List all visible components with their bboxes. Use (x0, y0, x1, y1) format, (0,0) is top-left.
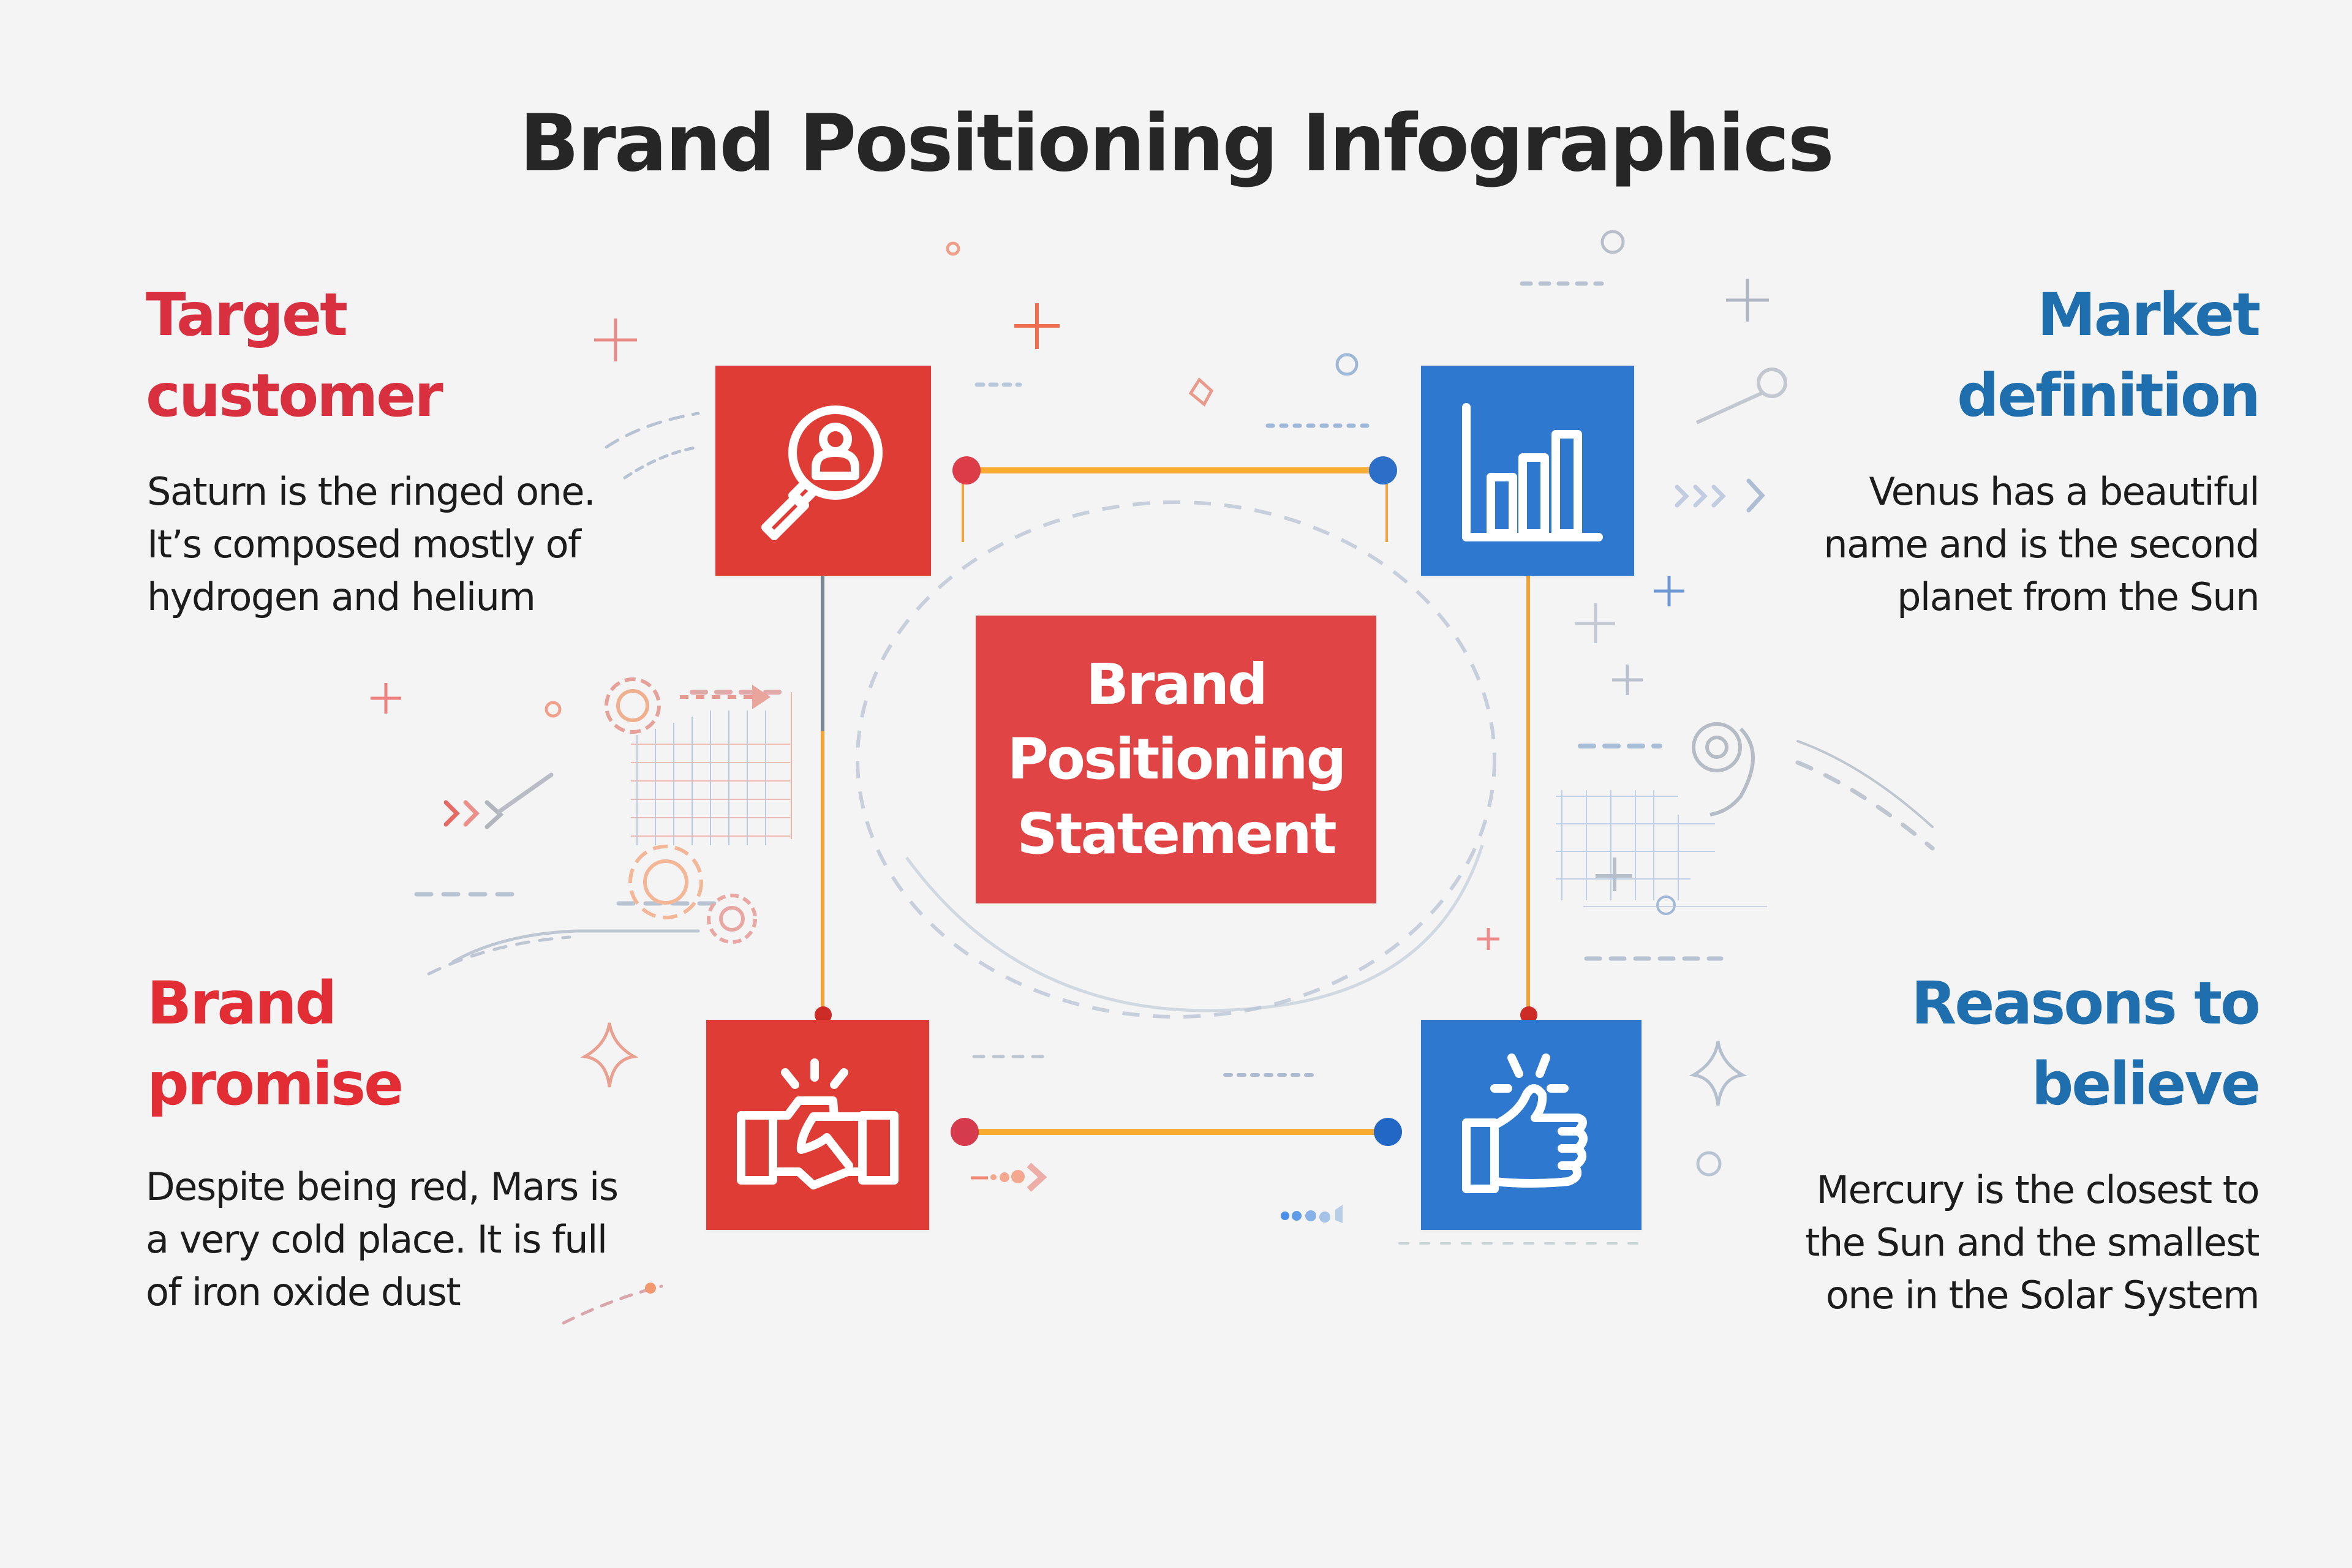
target-customer-tile (715, 366, 931, 576)
handshake-icon (737, 1058, 899, 1189)
page-title: Brand Positioning Infographics (519, 98, 1834, 189)
body-line: name and is the second (1823, 522, 2260, 567)
reasons-to-believe-tile (1421, 1020, 1642, 1230)
connector-right (1526, 576, 1530, 1020)
arrow-head (752, 685, 771, 709)
grid-left (631, 692, 792, 845)
dashed-orbit-ring (856, 500, 1496, 1019)
body-line: a very cold place. It is full (146, 1217, 608, 1262)
heading-line: customer (146, 361, 443, 430)
reasons-to-believe-heading: Reasons to believe (1911, 963, 2261, 1125)
node-dot-top-left (952, 456, 981, 484)
grid-right (1556, 790, 1767, 907)
heading-line: Brand (147, 969, 337, 1038)
center-statement-box: Brand Positioning Statement (976, 616, 1376, 903)
node-dot-bottom-left (951, 1118, 979, 1146)
body-line: Despite being red, Mars is (146, 1164, 619, 1209)
body-line: of iron oxide dust (146, 1270, 461, 1314)
heading-line: promise (147, 1050, 404, 1118)
dashed-lines (414, 281, 1935, 1325)
body-line: Venus has a beautiful (1869, 469, 2260, 514)
center-line-3: Statement (1017, 801, 1336, 867)
heading-line: believe (2031, 1050, 2261, 1118)
reasons-to-believe-description: Mercury is the closest to the Sun and th… (1805, 1164, 2260, 1322)
dotted-trails (645, 1163, 1343, 1294)
connector-top (967, 467, 1383, 473)
thumbs-up-icon (1462, 1053, 1588, 1193)
body-line: Saturn is the ringed one. (147, 469, 596, 514)
heading-line: Reasons to (1911, 969, 2261, 1038)
target-customer-description: Saturn is the ringed one. It’s composed … (147, 466, 596, 624)
heading-line: Target (146, 281, 348, 349)
orbit-arc (905, 845, 1484, 1012)
node-dot-top-right (1369, 456, 1397, 484)
body-line: hydrogen and helium (147, 575, 536, 619)
connector-left (821, 576, 824, 1020)
magnifier-person-icon (761, 405, 883, 540)
diamond-shape (1188, 377, 1214, 407)
heading-line: Market (2037, 281, 2261, 349)
market-definition-description: Venus has a beautiful name and is the se… (1823, 466, 2260, 624)
body-line: Mercury is the closest to (1816, 1167, 2260, 1212)
brand-promise-tile (706, 1020, 929, 1230)
magnifier-decoration (1695, 368, 1787, 424)
center-line-2: Positioning (1007, 726, 1346, 792)
node-dot-bottom-right (1374, 1118, 1402, 1146)
body-line: It’s composed mostly of (147, 522, 581, 567)
body-line: the Sun and the smallest (1805, 1220, 2260, 1265)
market-definition-heading: Market definition (1957, 274, 2261, 436)
market-definition-tile (1421, 366, 1634, 576)
center-line-1: Brand (1086, 652, 1268, 717)
chevron-arrows (443, 478, 1765, 829)
brand-promise-description: Despite being red, Mars is a very cold p… (146, 1161, 619, 1319)
target-decoration (1692, 722, 1755, 816)
connector-top-left-drop (962, 484, 964, 542)
plus-sparkles (371, 279, 1769, 950)
heading-line: definition (1957, 361, 2261, 430)
connector-bottom (965, 1129, 1387, 1135)
target-customer-heading: Target customer (146, 274, 443, 436)
brand-promise-heading: Brand promise (147, 963, 404, 1125)
small-circles (545, 230, 1722, 1177)
gear-icons (605, 677, 757, 944)
body-line: one in the Solar System (1825, 1273, 2260, 1317)
body-line: planet from the Sun (1897, 575, 2260, 619)
connector-top-right-drop (1385, 484, 1388, 542)
bar-chart-icon (1462, 402, 1603, 541)
sparkle-stars (580, 1022, 1747, 1106)
